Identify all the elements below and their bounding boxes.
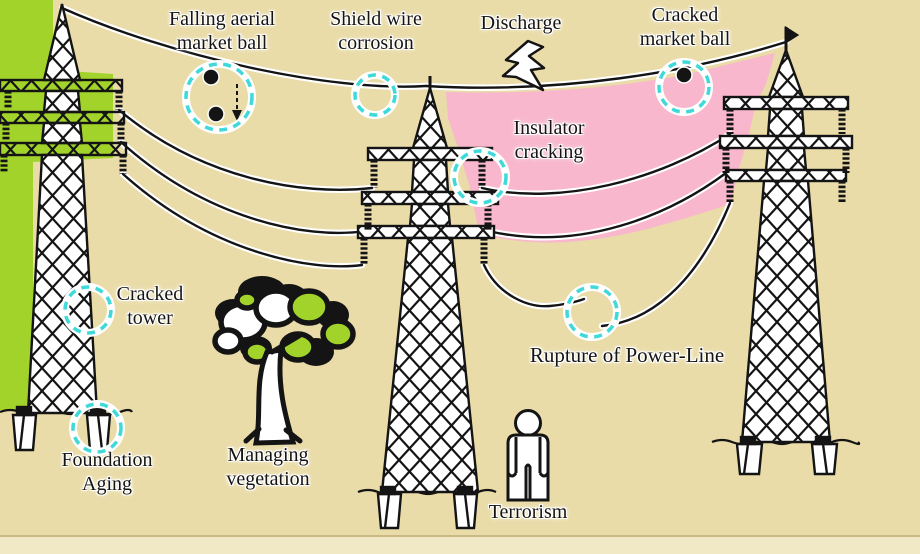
middle-tower bbox=[356, 76, 500, 530]
fallen-marker-ball bbox=[207, 105, 225, 123]
person-head bbox=[514, 409, 542, 437]
left-tower bbox=[0, 3, 128, 452]
person-icon bbox=[506, 409, 550, 502]
label-falling-aerial-market-ball: Falling aerial market ball bbox=[168, 8, 276, 54]
tree-green-foliage bbox=[234, 288, 356, 365]
middle-tower-column bbox=[410, 158, 450, 194]
right-tower-arm-2 bbox=[718, 134, 854, 150]
right-tower-foundations bbox=[735, 435, 839, 476]
person-body bbox=[506, 433, 550, 502]
label-cracked-tower: Cracked tower bbox=[116, 283, 184, 329]
right-tower-insulators bbox=[722, 109, 850, 203]
label-rupture-of-power-line: Rupture of Power-Line bbox=[529, 343, 725, 367]
tree-icon bbox=[212, 276, 356, 446]
middle-tower-column bbox=[408, 202, 452, 228]
right-tower bbox=[718, 25, 854, 476]
tree-trunk bbox=[252, 347, 297, 446]
aerial-marker-ball bbox=[202, 68, 220, 86]
right-tower-flag bbox=[784, 25, 800, 45]
left-tower-column bbox=[40, 121, 84, 145]
right-tower-arm-3 bbox=[724, 168, 848, 183]
left-tower-arm-1 bbox=[0, 78, 124, 93]
bottom-strip bbox=[0, 537, 920, 554]
right-tower-column bbox=[766, 107, 806, 138]
middle-tower-insulators bbox=[360, 160, 492, 265]
left-tower-foundations bbox=[11, 405, 112, 452]
left-tower-arm-2 bbox=[0, 110, 126, 125]
tree-roots bbox=[243, 333, 303, 444]
cracked-marker-ball bbox=[675, 66, 693, 84]
label-cracked-market-ball: Cracked market ball bbox=[639, 4, 731, 50]
tree-light-foliage bbox=[212, 288, 299, 355]
label-managing-vegetation: Managing vegetation bbox=[226, 444, 310, 490]
label-insulator-cracking: Insulator cracking bbox=[513, 117, 585, 163]
label-discharge: Discharge bbox=[480, 12, 562, 34]
left-tower-column bbox=[42, 89, 82, 114]
label-terrorism: Terrorism bbox=[488, 501, 568, 523]
middle-tower-foundations bbox=[376, 485, 479, 530]
label-foundation-aging: Foundation Aging bbox=[61, 449, 153, 495]
label-shield-wire-corrosion: Shield wire corrosion bbox=[330, 8, 422, 54]
falling-arrow-icon bbox=[232, 84, 242, 121]
person-limb-lines bbox=[506, 437, 550, 500]
right-tower-arm-1 bbox=[722, 95, 850, 111]
right-tower-column bbox=[764, 146, 808, 172]
lightning-icon bbox=[501, 39, 546, 92]
middle-tower-body bbox=[380, 236, 480, 494]
left-tower-arm-3 bbox=[0, 141, 128, 157]
vegetation-strip bbox=[0, 0, 113, 410]
middle-tower-arm-3 bbox=[356, 224, 496, 240]
left-tower-insulators bbox=[0, 91, 127, 174]
